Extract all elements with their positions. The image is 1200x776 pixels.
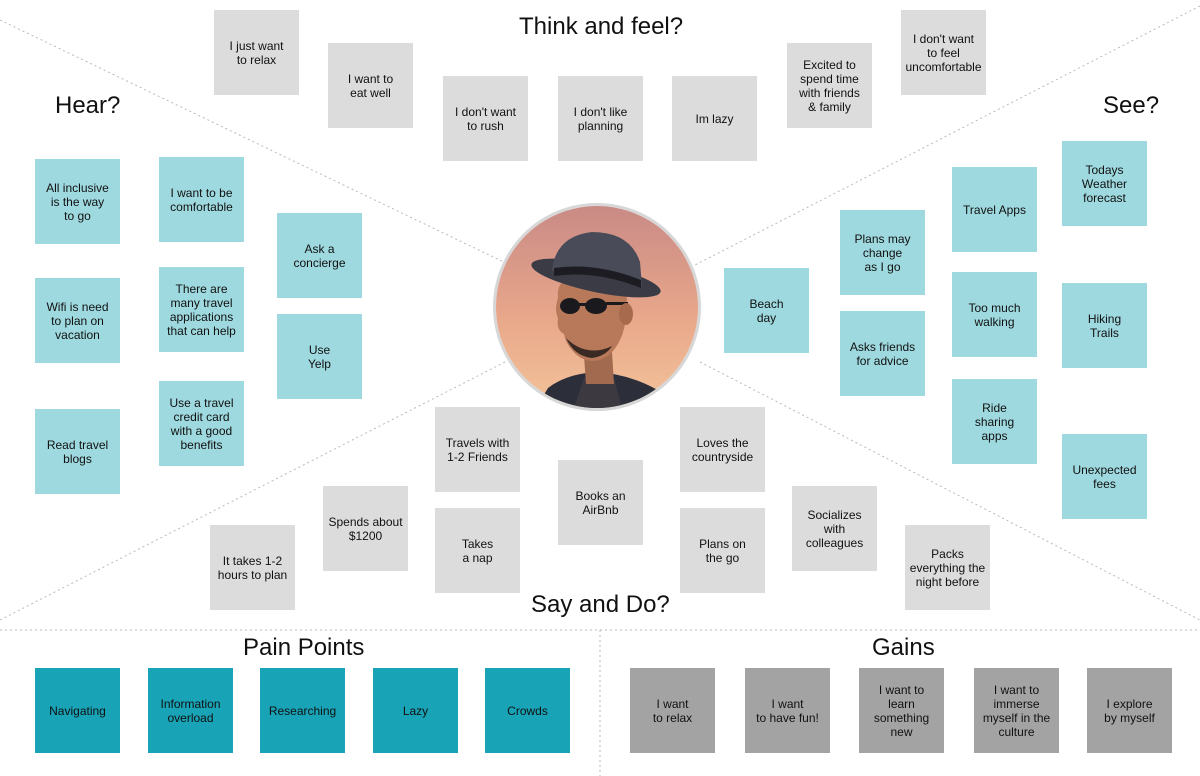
see-note: Beach day	[724, 268, 809, 353]
pain-point-note: Researching	[260, 668, 345, 753]
think-note: Im lazy	[672, 76, 757, 161]
say-note: Travels with 1-2 Friends	[435, 407, 520, 492]
think-note: I want to eat well	[328, 43, 413, 128]
say-note: Plans on the go	[680, 508, 765, 593]
hear-note: I want to be comfortable	[159, 157, 244, 242]
heading-pain-points: Pain Points	[243, 634, 365, 661]
think-note: Excited to spend time with friends & fam…	[787, 43, 872, 128]
see-note: Too much walking	[952, 272, 1037, 357]
see-note: Asks friends for advice	[840, 311, 925, 396]
say-note: Loves the countryside	[680, 407, 765, 492]
hear-note: Read travel blogs	[35, 409, 120, 494]
think-note: I don't want to rush	[443, 76, 528, 161]
say-note: Packs everything the night before	[905, 525, 990, 610]
gain-note: I want to learn something new	[859, 668, 944, 753]
person-in-fedora-icon	[496, 206, 698, 408]
heading-hear: Hear?	[55, 92, 121, 119]
hear-note: There are many travel applications that …	[159, 267, 244, 352]
heading-gains: Gains	[872, 634, 935, 661]
gain-note: I explore by myself	[1087, 668, 1172, 753]
think-note: I just want to relax	[214, 10, 299, 95]
gain-note: I want to have fun!	[745, 668, 830, 753]
pain-point-note: Navigating	[35, 668, 120, 753]
say-note: Spends about $1200	[323, 486, 408, 571]
heading-think-and-feel: Think and feel?	[519, 13, 684, 40]
think-note: I don't like planning	[558, 76, 643, 161]
see-note: Todays Weather forecast	[1062, 141, 1147, 226]
gain-note: I want to relax	[630, 668, 715, 753]
see-note: Travel Apps	[952, 167, 1037, 252]
heading-say-and-do: Say and Do?	[531, 591, 670, 618]
hear-note: All inclusive is the way to go	[35, 159, 120, 244]
hear-note: Use Yelp	[277, 314, 362, 399]
pain-point-note: Crowds	[485, 668, 570, 753]
see-note: Plans may change as I go	[840, 210, 925, 295]
hear-note: Use a travel credit card with a good ben…	[159, 381, 244, 466]
say-note: Takes a nap	[435, 508, 520, 593]
heading-see: See?	[1103, 92, 1160, 119]
think-note: I don't want to feel uncomfortable	[901, 10, 986, 95]
say-note: Books an AirBnb	[558, 460, 643, 545]
gain-note: I want to immerse myself in the culture	[974, 668, 1059, 753]
pain-point-note: Lazy	[373, 668, 458, 753]
say-note: Socializes with colleagues	[792, 486, 877, 571]
hear-note: Ask a concierge	[277, 213, 362, 298]
say-note: It takes 1-2 hours to plan	[210, 525, 295, 610]
pain-point-note: Information overload	[148, 668, 233, 753]
guide-line-bottom-right	[699, 361, 1200, 621]
see-note: Ride sharing apps	[952, 379, 1037, 464]
hear-note: Wifi is need to plan on vacation	[35, 278, 120, 363]
guide-line-top-left	[0, 19, 511, 266]
see-note: Unexpected fees	[1062, 434, 1147, 519]
persona-avatar	[493, 203, 701, 411]
see-note: Hiking Trails	[1062, 283, 1147, 368]
